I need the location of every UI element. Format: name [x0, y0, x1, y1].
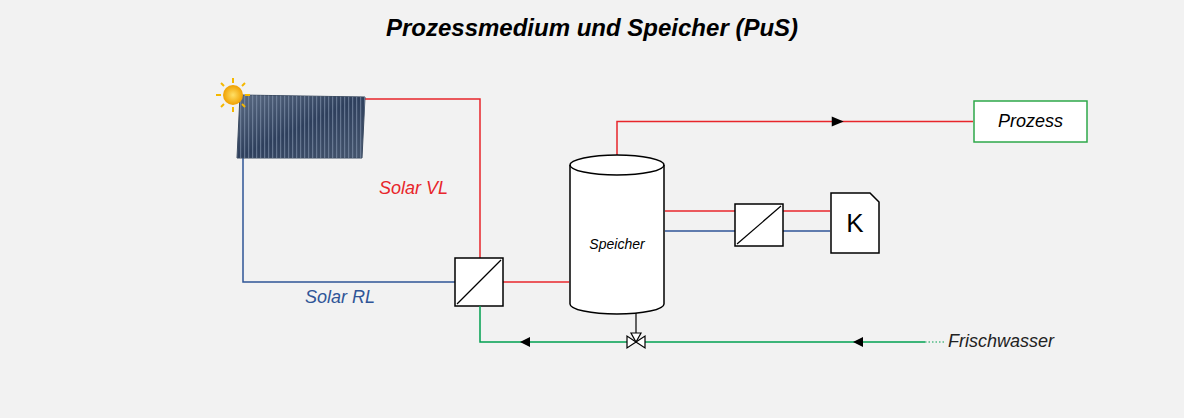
- heat-exchanger: [455, 258, 503, 306]
- flow-arrow: [520, 337, 530, 347]
- pipe-connector: [617, 122, 973, 156]
- flow-arrow: [853, 337, 863, 347]
- connector-group: [617, 117, 973, 156]
- node-text: K: [846, 208, 863, 239]
- inlet-label: Frischwasser: [948, 331, 1054, 352]
- solar-supply-line: [363, 99, 480, 258]
- heat-exchanger: [735, 204, 783, 246]
- solar-return-line: [243, 158, 455, 282]
- node-outline: [569, 155, 665, 315]
- fresh-water-inlet: [925, 341, 944, 342]
- arrowhead: [832, 117, 844, 127]
- fresh-water-line: [645, 341, 925, 343]
- node-text: Prozess: [998, 111, 1063, 132]
- storage-charge-line: [503, 281, 569, 283]
- line-label: Solar RL: [305, 287, 375, 308]
- diagram-title: Prozessmedium und Speicher (PuS): [0, 14, 1184, 42]
- node-text: Speicher: [589, 236, 644, 252]
- three-way-valve: [627, 310, 645, 348]
- process-box: Prozess: [973, 100, 1088, 143]
- storage-tank: Speicher: [569, 155, 665, 315]
- sun-icon: [216, 78, 250, 112]
- line-label: Solar VL: [379, 178, 448, 199]
- consumer-box: K: [830, 192, 880, 254]
- solar-collector: [237, 95, 365, 158]
